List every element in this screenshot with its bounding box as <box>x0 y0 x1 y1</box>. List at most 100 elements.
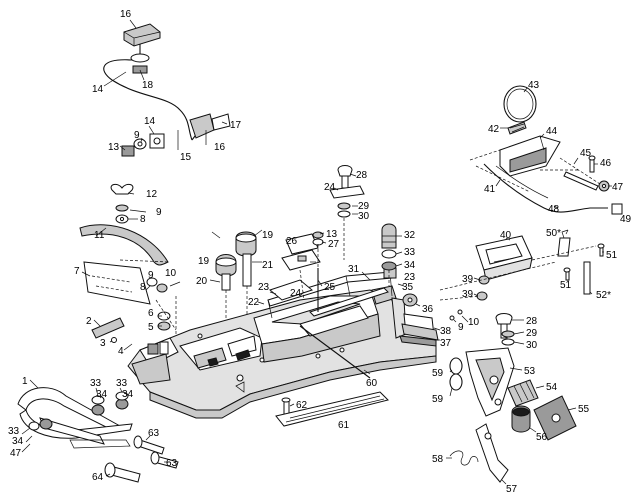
callout-34: 34 <box>12 436 24 447</box>
callout-52-star: 52* <box>596 290 611 301</box>
callout-47: 47 <box>612 182 624 193</box>
callout-44: 44 <box>546 126 558 137</box>
callout-23: 23 <box>404 272 416 283</box>
callout-13: 13 <box>108 142 120 153</box>
callout-28: 28 <box>526 316 538 327</box>
callout-46: 46 <box>600 158 612 169</box>
callout-30: 30 <box>526 340 538 351</box>
callout-63: 63 <box>166 458 178 469</box>
callout-41: 41 <box>484 184 496 195</box>
callout-24: 24 <box>324 182 336 193</box>
callout-32: 32 <box>404 230 416 241</box>
callout-19: 19 <box>198 256 210 267</box>
callout-63: 63 <box>148 428 160 439</box>
callout-29: 29 <box>526 328 538 339</box>
callout-40: 40 <box>500 230 512 241</box>
callout-48: 48 <box>548 204 560 215</box>
callout-16: 16 <box>214 142 226 153</box>
callout-58: 58 <box>432 454 444 465</box>
callout-64: 64 <box>92 472 104 483</box>
callout-57: 57 <box>506 484 518 495</box>
callout-50-star: 50* <box>546 228 561 239</box>
callout-39: 39 <box>462 274 474 285</box>
callout-35: 35 <box>402 282 414 293</box>
callout-8: 8 <box>140 282 146 293</box>
callout-56: 56 <box>536 432 548 443</box>
callout-43: 43 <box>528 80 540 91</box>
callout-23: 23 <box>258 282 270 293</box>
callout-12: 12 <box>146 189 158 200</box>
callout-59: 59 <box>432 394 444 405</box>
center-fasteners-group <box>209 229 327 320</box>
callout-33: 33 <box>404 247 416 258</box>
callout-3: 3 <box>100 338 106 349</box>
sled-body <box>127 267 437 419</box>
callout-30: 30 <box>358 211 370 222</box>
callout-21: 21 <box>262 260 274 271</box>
callout-45: 45 <box>580 148 592 159</box>
callout-6: 6 <box>148 308 154 319</box>
callout-17: 17 <box>230 120 242 131</box>
callout-22: 22 <box>248 297 260 308</box>
callout-9: 9 <box>134 130 140 141</box>
right-bracket-group <box>439 229 605 323</box>
callout-24: 24 <box>290 288 302 299</box>
callout-25: 25 <box>324 282 336 293</box>
callout-51: 51 <box>606 250 618 261</box>
callout-28: 28 <box>356 170 368 181</box>
callout-9: 9 <box>148 270 154 281</box>
callout-33: 33 <box>8 426 20 437</box>
callout-34: 34 <box>122 389 134 400</box>
callout-47: 47 <box>10 448 22 459</box>
callout-31: 31 <box>348 264 360 275</box>
callout-37: 37 <box>440 338 452 349</box>
callout-55: 55 <box>578 404 590 415</box>
callout-9: 9 <box>458 322 464 333</box>
callout-16: 16 <box>120 9 132 20</box>
callout-13: 13 <box>326 229 338 240</box>
callout-33: 33 <box>90 378 102 389</box>
callout-8: 8 <box>140 214 146 225</box>
callout-38: 38 <box>440 326 452 337</box>
callout-19: 19 <box>262 230 274 241</box>
callout-10: 10 <box>165 268 177 279</box>
callout-54: 54 <box>546 382 558 393</box>
callout-51: 51 <box>560 280 572 291</box>
callout-36: 36 <box>422 304 434 315</box>
callout-10: 10 <box>468 317 480 328</box>
callout-4: 4 <box>118 346 124 357</box>
callout-29: 29 <box>358 201 370 212</box>
ground-cable-assembly <box>103 19 231 157</box>
callout-14: 14 <box>144 116 156 127</box>
callout-33: 33 <box>116 378 128 389</box>
callout-11: 11 <box>94 230 105 241</box>
callout-18: 18 <box>142 80 154 91</box>
handle-assembly <box>469 85 623 215</box>
callout-59: 59 <box>432 368 444 379</box>
left-brackets-group <box>79 183 181 360</box>
callout-62: 62 <box>296 400 308 411</box>
callout-27: 27 <box>328 239 340 250</box>
callout-34: 34 <box>404 260 416 271</box>
callout-39: 39 <box>462 289 474 300</box>
callout-14: 14 <box>92 84 104 95</box>
callout-26: 26 <box>286 236 298 247</box>
callout-34: 34 <box>96 389 108 400</box>
front-bumper-group <box>17 379 179 483</box>
callout-42: 42 <box>488 124 500 135</box>
callout-53: 53 <box>524 366 536 377</box>
callout-2: 2 <box>86 316 92 327</box>
callout-61: 61 <box>338 420 350 431</box>
callout-7: 7 <box>74 266 80 277</box>
callout-1: 1 <box>22 376 28 387</box>
upper-mount-group <box>257 165 441 427</box>
hitch-assembly <box>446 313 577 485</box>
callout-60: 60 <box>366 378 378 389</box>
callout-15: 15 <box>180 152 192 163</box>
callout-labels: 16 14 18 14 9 13 17 15 16 12 9 8 11 7 9 … <box>8 9 632 495</box>
callout-9: 9 <box>156 207 162 218</box>
callout-5: 5 <box>148 322 154 333</box>
callout-49: 49 <box>620 214 632 225</box>
callout-20: 20 <box>196 276 208 287</box>
